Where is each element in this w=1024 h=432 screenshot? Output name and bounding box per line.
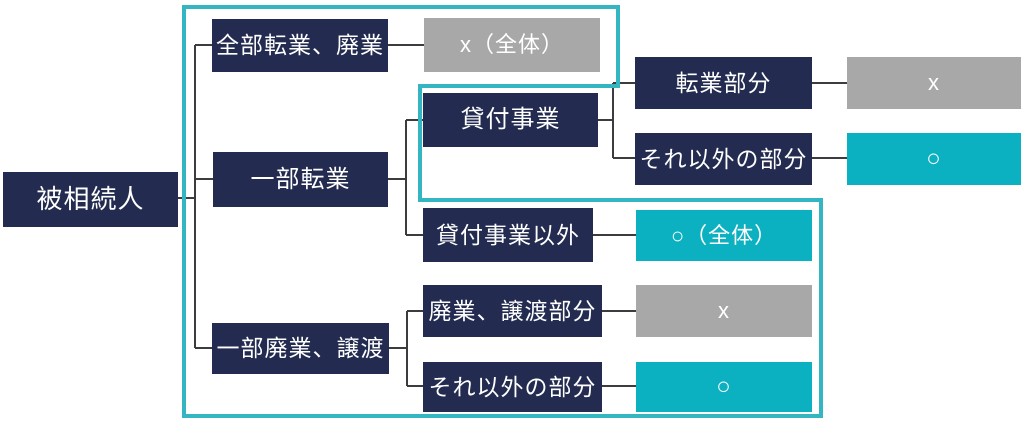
node-sonoigai-bubun-bottom: それ以外の部分: [423, 362, 602, 412]
node-ichibu-haigyo-joto: 一部廃業、譲渡: [212, 323, 389, 374]
node-zenbu-tengyo-haigyo: 全部転業、廃業: [212, 19, 388, 72]
result-haigyo-joto-bubun: x: [636, 285, 812, 337]
node-kashitsuke-jigyo: 貸付事業: [423, 93, 598, 147]
node-kashitsuke-igai: 貸付事業以外: [423, 208, 593, 262]
connector-lines: [178, 44, 847, 387]
result-kashitsuke-igai: ○（全体）: [636, 210, 812, 261]
result-sonoigai-bubun-top: ○: [847, 133, 1021, 185]
highlight-outline: [182, 5, 823, 418]
node-ichibu-tengyo: 一部転業: [213, 152, 388, 207]
node-hisozokunin: 被相続人: [3, 172, 178, 227]
result-sonoigai-bubun-bottom: ○: [636, 362, 812, 412]
result-tengyo-bubun: x: [847, 57, 1021, 109]
result-zenbu-tengyo-haigyo: x（全体）: [424, 18, 600, 72]
node-sonoigai-bubun-top: それ以外の部分: [635, 133, 812, 185]
node-haigyo-joto-bubun: 廃業、譲渡部分: [423, 285, 602, 337]
node-tengyo-bubun: 転業部分: [635, 57, 812, 109]
